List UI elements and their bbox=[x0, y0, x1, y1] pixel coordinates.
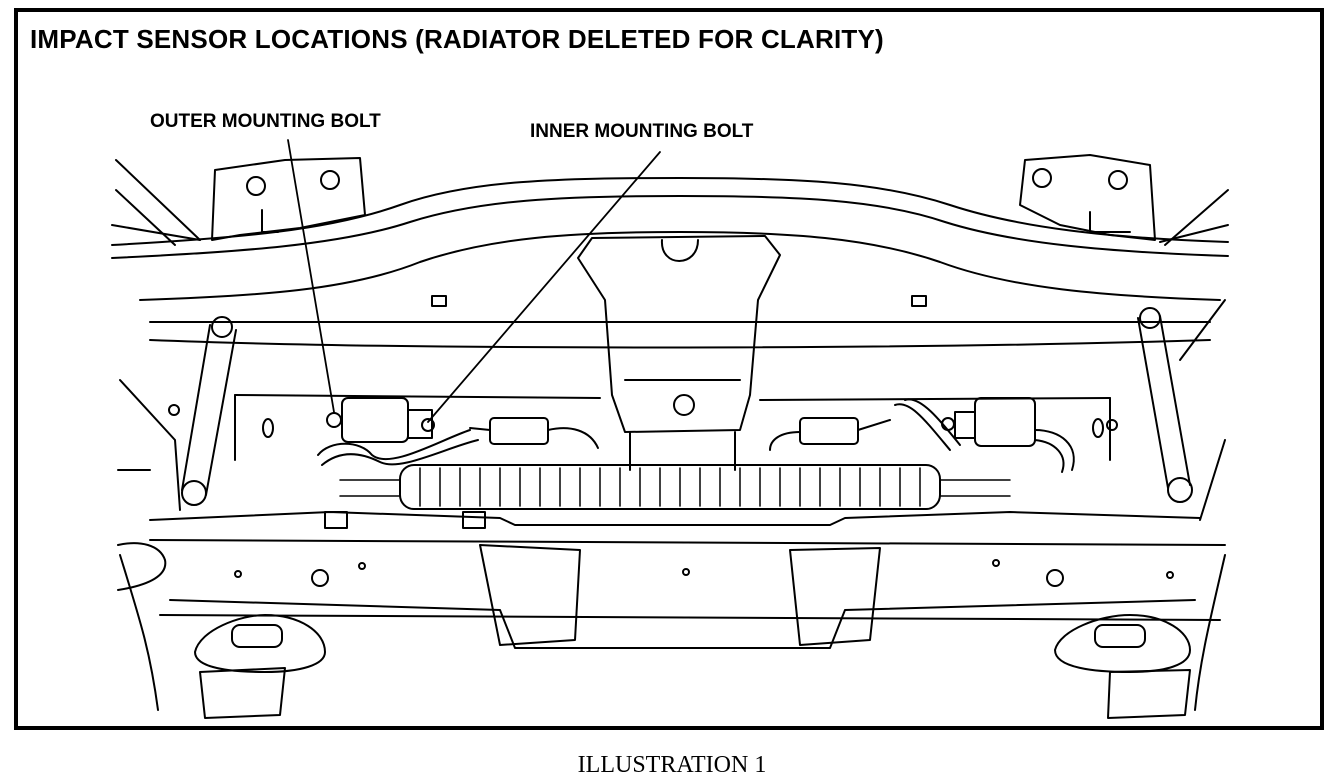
right-impact-sensor bbox=[941, 397, 1075, 473]
wiring-connectors bbox=[469, 398, 961, 451]
upper-radiator-support bbox=[111, 177, 1229, 349]
left-strut bbox=[181, 316, 237, 506]
left-hose bbox=[117, 542, 167, 591]
diagram-title: IMPACT SENSOR LOCATIONS (RADIATOR DELETE… bbox=[30, 24, 884, 54]
inner-mounting-bolt-label: INNER MOUNTING BOLT bbox=[530, 121, 754, 142]
outer-bolt-leader bbox=[287, 139, 335, 413]
left-impact-sensor bbox=[317, 397, 479, 466]
outer-mounting-bolt-label: OUTER MOUNTING BOLT bbox=[150, 111, 381, 132]
lower-right-pad bbox=[1054, 614, 1191, 719]
illustration-caption: ILLUSTRATION 1 bbox=[577, 752, 767, 778]
illustration-frame bbox=[14, 8, 1324, 730]
lower-left-pad bbox=[194, 614, 326, 719]
mid-bracket-plates bbox=[168, 394, 1118, 461]
upper-left-bracket bbox=[211, 157, 366, 241]
callout-leader-lines bbox=[287, 139, 661, 423]
lower-radiator-support bbox=[119, 511, 1226, 711]
left-fender-edge bbox=[115, 159, 201, 511]
right-fender-edge bbox=[1164, 189, 1229, 521]
hood-latch-support bbox=[577, 235, 781, 471]
inner-bolt-leader bbox=[427, 151, 661, 423]
upper-right-bracket bbox=[1019, 154, 1156, 241]
right-strut bbox=[1137, 307, 1193, 503]
coiled-harness bbox=[339, 464, 1011, 510]
